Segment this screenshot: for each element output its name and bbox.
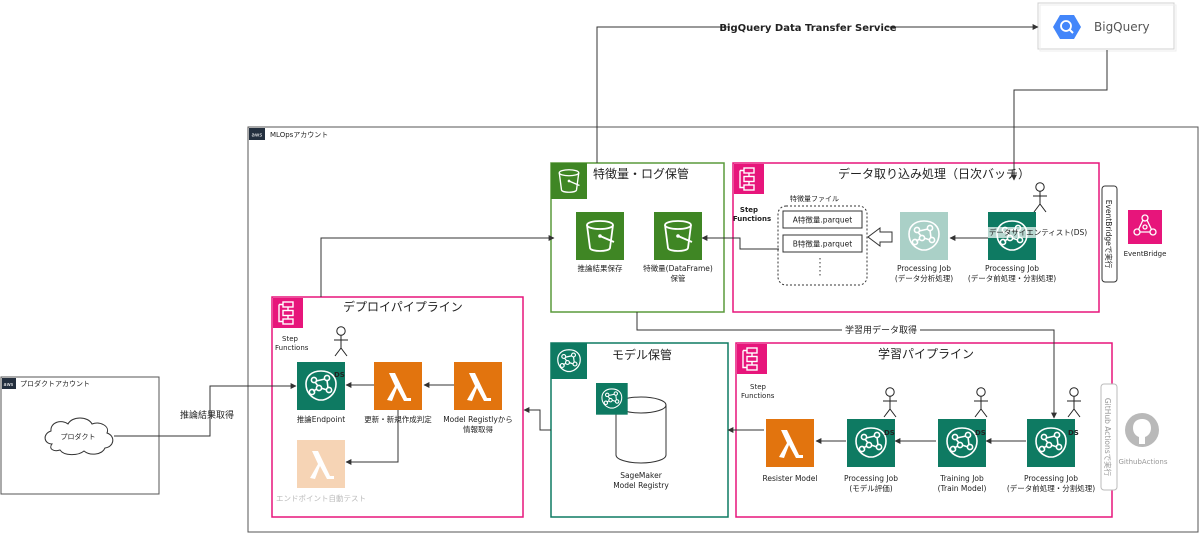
- deploy-sf-label-1: Step: [282, 335, 298, 343]
- github-actions-node[interactable]: [1125, 413, 1159, 447]
- inference-endpoint-node[interactable]: DS: [296, 361, 346, 411]
- registry-fetch-label-2: 情報取得: [463, 424, 493, 434]
- feature-bucket-node[interactable]: 特徴量(DataFrame) 保管: [643, 211, 713, 283]
- eval-person-icon: [882, 387, 898, 418]
- feature-files-title: 特徴量ファイル: [790, 194, 839, 203]
- feature-bucket-label-1: 特徴量(DataFrame): [643, 263, 713, 273]
- ds-person-icon: [1032, 182, 1048, 213]
- edge-label-bq-transfer: BigQuery Data Transfer Service: [719, 23, 896, 34]
- registry-fetch-label-1: Model Registlyから: [443, 415, 513, 424]
- product-account-frame: aws プロダクトアカウント プロダクト: [0, 376, 160, 495]
- deploy-pipeline-group: デプロイパイプライン: [271, 296, 524, 518]
- eventbridge-side-box: EventBridgeで実行: [1101, 185, 1118, 283]
- eval-job-node[interactable]: DS: [846, 418, 896, 468]
- train-person-icon: [973, 387, 989, 418]
- train-prep-job-node[interactable]: DS: [1026, 418, 1079, 468]
- ingest-sf-label-1: Step: [740, 206, 758, 214]
- svg-text:aws: aws: [4, 382, 14, 388]
- bigquery-node[interactable]: BigQuery: [1037, 2, 1177, 52]
- registry-fetch-lambda-node[interactable]: [454, 362, 502, 410]
- ingest-sf-label-2: Functions: [733, 215, 771, 223]
- edge-label-train-fetch: 学習用データ取得: [845, 324, 917, 336]
- github-side-box: GitHub Actionsで実行: [1100, 383, 1118, 491]
- eventbridge-icon: [1128, 210, 1162, 244]
- product-account-label: プロダクトアカウント: [20, 379, 90, 388]
- product-cloud: [44, 417, 114, 456]
- analysis-job-label-1: Processing Job: [897, 264, 951, 273]
- training-title: 学習パイプライン: [878, 346, 974, 361]
- train-sf-label-1: Step: [750, 383, 766, 391]
- training-job-label-1: Training Job: [939, 474, 984, 483]
- feature-files-group: 特徴量ファイル A特徴量.parquet B特徴量.parquet: [777, 194, 868, 286]
- endpoint-ds-badge: DS: [334, 371, 345, 379]
- file-a-label: A特徴量.parquet: [793, 215, 852, 225]
- edge-bigquery-to-job: [1011, 50, 1108, 181]
- edge-endpoint-to-inference: [320, 235, 555, 297]
- prep-ds-badge: DS: [1068, 429, 1079, 437]
- training-job-label-2: (Train Model): [938, 484, 987, 493]
- edge-label-inference-fetch: 推論結果取得: [180, 409, 234, 421]
- eventbridge-label: EventBridge: [1124, 250, 1167, 258]
- train-sf-label-2: Functions: [741, 392, 775, 400]
- inference-bucket-label: 推論結果保存: [578, 263, 623, 273]
- update-lambda-label: 更新・新規作成判定: [364, 414, 432, 424]
- product-cloud-label: プロダクト: [61, 432, 96, 441]
- feature-store-title: 特徴量・ログ保管: [593, 166, 689, 181]
- auto-test-lambda-node[interactable]: [297, 440, 345, 488]
- deploy-title: デプロイパイプライン: [343, 299, 463, 314]
- bigquery-icon: [1053, 15, 1081, 39]
- github-actions-label: GithubActions: [1119, 458, 1168, 466]
- prep-person-icon: [1066, 387, 1082, 418]
- eventbridge-side-label: EventBridgeで実行: [1104, 200, 1114, 269]
- ingest-prep-label-1: Processing Job: [985, 264, 1039, 273]
- deploy-sf-label-2: Functions: [275, 344, 309, 352]
- model-store-title: モデル保管: [612, 347, 672, 362]
- feature-bucket-label-2: 保管: [671, 273, 686, 283]
- file-b-label: B特徴量.parquet: [793, 239, 852, 249]
- train-ds-badge: DS: [975, 429, 986, 437]
- edge-update-to-test: [345, 410, 399, 465]
- register-model-label: Resister Model: [763, 474, 818, 483]
- eval-job-label-1: Processing Job: [844, 474, 898, 483]
- github-icon: [1125, 413, 1159, 447]
- eval-job-label-2: (モデル評価): [849, 483, 892, 493]
- training-job-node[interactable]: DS: [937, 418, 987, 468]
- ds-label: データサイエンティスト(DS): [989, 227, 1087, 237]
- eval-ds-badge: DS: [884, 429, 895, 437]
- train-prep-label-2: (データ前処理・分割処理): [1007, 483, 1095, 493]
- mlops-account-label: MLOpsアカウント: [270, 131, 328, 139]
- endpoint-label: 推論Endpoint: [297, 414, 345, 424]
- analysis-job-label-2: (データ分析処理): [895, 273, 953, 283]
- hollow-arrow: [867, 227, 893, 247]
- analysis-job-node[interactable]: [899, 211, 949, 261]
- edge-files-to-feature: [701, 235, 779, 250]
- update-lambda-node[interactable]: [374, 362, 422, 410]
- svg-text:aws: aws: [252, 133, 263, 139]
- ingest-title: データ取り込み処理（日次バッチ）: [838, 166, 1030, 181]
- model-registry-label-1: SageMaker: [620, 471, 662, 480]
- register-model-lambda-node[interactable]: [766, 419, 814, 467]
- model-registry-node[interactable]: [595, 382, 667, 464]
- file-b[interactable]: [782, 234, 863, 253]
- auto-test-label: エンドポイント自動テスト: [276, 493, 366, 503]
- ingest-prep-label-2: (データ前処理・分割処理): [968, 273, 1056, 283]
- file-a[interactable]: [782, 210, 863, 229]
- mlops-account-frame: aws MLOpsアカウント: [247, 126, 1199, 533]
- inference-bucket-node[interactable]: 推論結果保存: [575, 211, 625, 273]
- eventbridge-node[interactable]: EventBridge: [1124, 210, 1167, 258]
- edge-model-to-deploy: [523, 407, 551, 431]
- edge-cloud-to-endpoint: [114, 383, 297, 437]
- bigquery-label: BigQuery: [1094, 20, 1150, 34]
- edge-to-bigquery: [596, 24, 1039, 163]
- model-registry-label-2: Model Registry: [613, 481, 669, 490]
- train-prep-label-1: Processing Job: [1024, 474, 1078, 483]
- github-side-label: GitHub Actionsで実行: [1103, 398, 1113, 477]
- deploy-person-icon: [333, 326, 349, 357]
